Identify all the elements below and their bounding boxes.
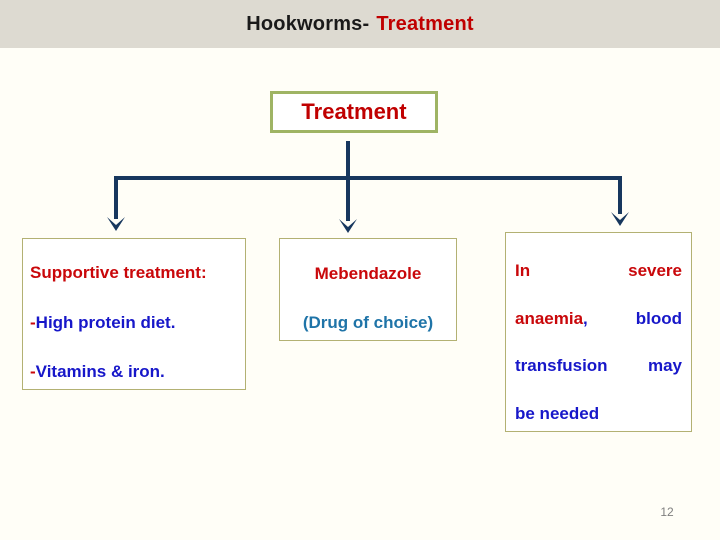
mebendazole-box: Mebendazole (Drug of choice) [279, 238, 457, 341]
word-severe: severe [628, 261, 682, 280]
word-may: may [647, 356, 682, 375]
word-anaemia: anaemia [515, 309, 584, 328]
drug-note-text: (Drug of choice) [302, 313, 434, 332]
vitamins-iron-text: Vitamins & iron. [35, 362, 165, 381]
slide-header: Hookworms- Treatment [0, 0, 720, 48]
down-arrow-left-icon [107, 217, 125, 231]
word-anaemia-group: anaemia, [515, 309, 588, 329]
drug-name-text: Mebendazole [314, 264, 422, 283]
high-protein-item: -High protein diet. [23, 313, 245, 333]
word-in: In [515, 261, 531, 280]
word-transfusion: transfusion [515, 356, 608, 375]
down-arrow-center-icon [339, 219, 357, 233]
treatment-root-label: Treatment [301, 99, 407, 124]
header-title-accent: Treatment [376, 12, 474, 35]
supportive-heading-text: Supportive treatment: [30, 263, 207, 282]
connector-bar [114, 176, 622, 219]
word-comma: , [583, 309, 588, 328]
drug-name-line: Mebendazole [280, 264, 456, 284]
anaemia-line-3: transfusion may [506, 356, 691, 376]
high-protein-dash: - [30, 313, 36, 332]
drug-note-line: (Drug of choice) [280, 313, 456, 333]
anaemia-line-2: anaemia, blood [506, 309, 691, 329]
supportive-heading: Supportive treatment: [23, 263, 245, 283]
down-arrow-right-icon [611, 212, 629, 226]
anaemia-line-4: be needed [506, 404, 691, 424]
header-title-main: Hookworms- [246, 12, 370, 35]
supportive-treatment-box: Supportive treatment: -High protein diet… [22, 238, 246, 390]
word-be-needed: be needed [515, 404, 600, 423]
severe-anaemia-box: In severe anaemia, blood transfusion may… [505, 232, 692, 432]
vitamins-iron-item: -Vitamins & iron. [23, 362, 245, 382]
high-protein-text: High protein diet. [35, 313, 176, 332]
page-number: 12 [660, 505, 674, 519]
word-blood: blood [635, 309, 682, 328]
treatment-root-node: Treatment [270, 91, 438, 133]
anaemia-line-1: In severe [506, 261, 691, 281]
vitamins-iron-dash: - [30, 362, 36, 381]
